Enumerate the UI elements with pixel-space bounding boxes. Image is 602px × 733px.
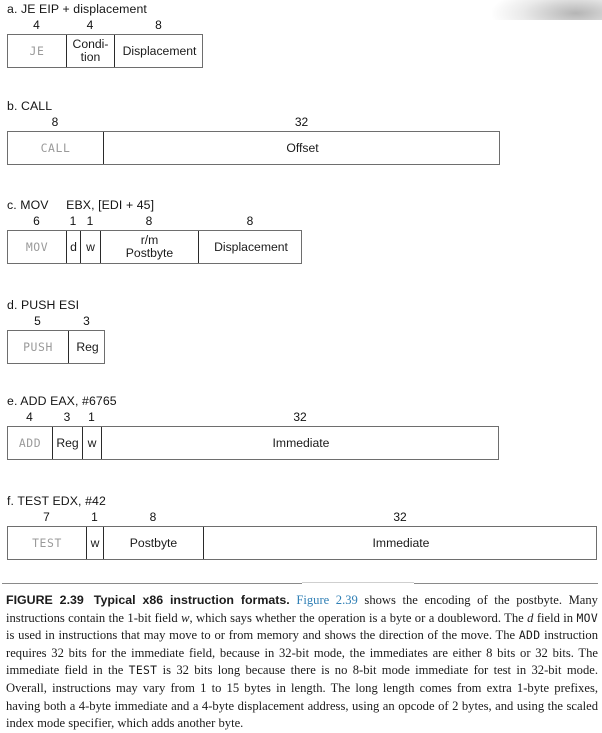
field-label-line: Postbyte [125,246,174,260]
subfigure-c-title: c. MOV EBX, [EDI + 45] [7,198,155,212]
field-condi-tion: Condi-tion [67,35,115,67]
field-reg: Reg [53,427,83,459]
subfigure-f-title: f. TEST EDX, #42 [7,494,106,508]
subfigure-d-field-box: PUSH Reg [7,330,105,364]
bit-width-label: 8 [155,18,162,32]
bit-width-label: 8 [246,214,254,228]
caption-mnemonic: ADD [518,628,541,643]
field-call: CALL [8,132,104,164]
bit-width-label: 1 [88,410,95,424]
caption-divider-rule [2,582,598,586]
caption-rule-notch [302,582,414,586]
caption-bold: Typical x86 instruction formats. [93,593,290,607]
bit-width-label: 32 [393,510,407,524]
caption-mnemonic: TEST [128,663,158,678]
bit-width-label: 5 [34,314,41,328]
bit-width-label: 1 [86,214,94,228]
field-displacement: Displacement [122,43,197,58]
field-test: TEST [8,527,87,559]
bit-width-label: 4 [26,410,33,424]
bit-width-label: 7 [43,510,50,524]
bit-width-label: 8 [145,214,153,228]
field-immediate: Immediate [272,435,330,450]
bit-width-label: 6 [33,214,40,228]
field-postbyte: Postbyte [104,527,204,559]
subfigure-a-title: a. JE EIP + displacement [7,2,147,16]
caption-text: instruction requires 32 bits for the imm… [6,628,598,678]
caption-text: field in [533,610,577,625]
caption-figure-reference[interactable]: Figure 2.39 [296,593,358,607]
caption-bold: FIGURE 2.39 [6,593,84,607]
caption-mnemonic: MOV [576,610,598,625]
caption-italic: w [181,610,190,625]
field-displacement: Displacement [214,239,288,254]
subfigure-a-bit-widths: 4 4 8 [0,18,203,34]
field-w: w [81,231,101,263]
field-label-line: tion [80,50,101,64]
caption-text: is 32 bits long because there is no 8-bi… [6,663,598,731]
caption-text: is used in instructions that may move to… [6,628,519,643]
field-w: w [87,527,104,559]
bit-width-label: 1 [91,510,98,524]
bit-width-label: 1 [69,214,77,228]
field-je: JE [8,35,67,67]
subfigure-e-title: e. ADD EAX, #6765 [7,394,117,408]
page-corner-smudge [492,0,602,20]
subfigure-b-bit-widths: 8 32 [0,115,500,131]
subfigure-b-title: b. CALL [7,99,53,113]
field-label: Condi-tion [73,38,109,64]
field-label-line: Condi- [72,37,109,51]
caption-text: , which says whether the operation is a … [189,610,528,625]
bit-width-label: 8 [149,510,157,524]
subfigure-b-field-box: CALL Offset [7,131,500,165]
field-immediate: Immediate [372,535,430,550]
bit-width-label: 3 [63,410,71,424]
field-d: d [67,231,81,263]
field-label-line: r/m [140,233,159,247]
field-add: ADD [8,427,53,459]
bit-width-label: 4 [86,18,94,32]
field-push: PUSH [8,331,69,363]
subfigure-d-title: d. PUSH ESI [7,298,80,312]
bit-width-label: 32 [293,410,307,424]
bit-width-label: 8 [51,115,59,129]
bit-width-label: 32 [294,115,309,129]
subfigure-f-bit-widths: 7 1 8 32 [0,510,597,526]
field-w: w [83,427,102,459]
bit-width-label: 3 [83,314,90,328]
caption-italic: d [527,610,534,625]
subfigure-e-bit-widths: 4 3 1 32 [0,410,499,426]
figure-caption: FIGURE 2.39 Typical x86 instruction forma… [6,592,598,733]
caption-text: shows the encoding of the postbyte. Many… [6,593,598,625]
field-reg: Reg [76,339,99,354]
field-offset: Offset [286,140,319,155]
bit-width-label: 4 [33,18,40,32]
field-mov: MOV [8,231,67,263]
